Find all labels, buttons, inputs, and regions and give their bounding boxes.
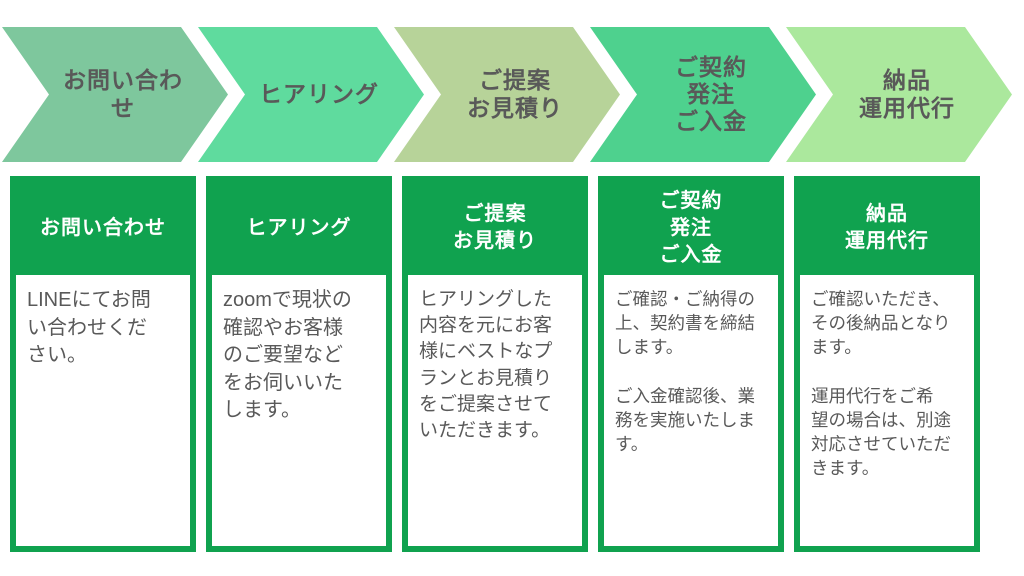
chevron-step-5: 納品 運用代行 bbox=[786, 27, 1012, 162]
card-step-5-title: 納品 運用代行 bbox=[799, 181, 975, 275]
card-step-1-title: お問い合わせ bbox=[15, 181, 191, 275]
card-step-3: ご提案 お見積り ヒアリングした 内容を元にお客 様にベストなプ ランとお見積り… bbox=[402, 176, 588, 552]
card-step-5-description: ご確認いただき、 その後納品となり ます。 運用代行をご希 望の場合は、別途 対… bbox=[811, 289, 951, 478]
card-step-4-title: ご契約 発注 ご入金 bbox=[603, 181, 779, 275]
chevron-step-4-label: ご契約 発注 ご入金 bbox=[675, 53, 747, 135]
card-step-3-description: ヒアリングした 内容を元にお客 様にベストなプ ランとお見積り をご提案させて … bbox=[419, 289, 553, 442]
chevron-step-5-label: 納品 運用代行 bbox=[859, 67, 955, 121]
chevron-step-1: お問い合わせ bbox=[2, 27, 228, 162]
chevron-step-3: ご提案 お見積り bbox=[394, 27, 620, 162]
card-step-5: 納品 運用代行 ご確認いただき、 その後納品となり ます。 運用代行をご希 望の… bbox=[794, 176, 980, 552]
card-step-4-description: ご確認・ご納得の 上、契約書を締結 します。 ご入金確認後、業 務を実施いたしま… bbox=[615, 289, 755, 454]
card-step-2: ヒアリング zoomで現状の 確認やお客様 のご要望など をお伺いいた します。 bbox=[206, 176, 392, 552]
chevron-step-2-label: ヒアリング bbox=[259, 80, 379, 107]
card-step-4: ご契約 発注 ご入金 ご確認・ご納得の 上、契約書を締結 します。 ご入金確認後… bbox=[598, 176, 784, 552]
chevron-step-4: ご契約 発注 ご入金 bbox=[590, 27, 816, 162]
card-step-3-title: ご提案 お見積り bbox=[407, 181, 583, 275]
card-step-1-description: LINEにてお問 い合わせくだ さい。 bbox=[27, 289, 151, 367]
chevron-step-3-label: ご提案 お見積り bbox=[467, 67, 563, 121]
card-step-2-description: zoomで現状の 確認やお客様 のご要望など をお伺いいた します。 bbox=[223, 289, 352, 422]
chevron-step-1-label: お問い合わせ bbox=[63, 67, 183, 121]
card-row: お問い合わせ LINEにてお問 い合わせくだ さい。 ヒアリング zoomで現状… bbox=[10, 176, 980, 552]
chevron-row: お問い合わせ ヒアリング ご提案 お見積り ご契約 発注 ご入金 納品 運用代行 bbox=[0, 0, 1024, 176]
card-step-2-title: ヒアリング bbox=[211, 181, 387, 275]
card-step-1: お問い合わせ LINEにてお問 い合わせくだ さい。 bbox=[10, 176, 196, 552]
chevron-step-2: ヒアリング bbox=[198, 27, 424, 162]
